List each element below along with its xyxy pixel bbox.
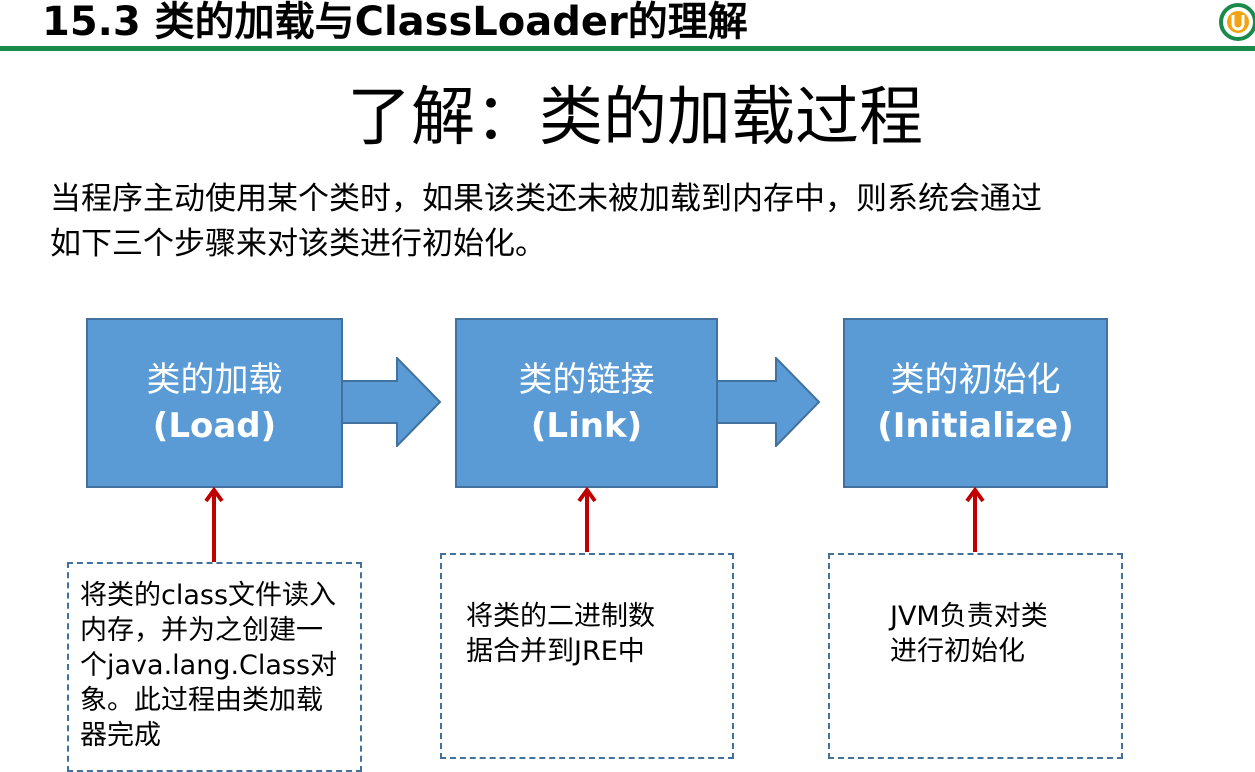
right-arrow-icon <box>716 357 821 447</box>
stage-load-title: 类的加载 <box>146 360 283 400</box>
initialize-description-box: JVM负责对类 进行初始化 <box>828 553 1123 759</box>
stage-link-subtitle: (Link) <box>530 406 643 446</box>
page-title: 了解：类的加载过程 <box>347 81 923 155</box>
stage-initialize-subtitle: (Initialize) <box>877 406 1074 446</box>
stage-initialize-title: 类的初始化 <box>890 360 1061 400</box>
intro-paragraph: 当程序主动使用某个类时，如果该类还未被加载到内存中，则系统会通过 如下三个步骤来… <box>50 181 1042 262</box>
link-description-line: 将类的二进制数 <box>466 601 655 632</box>
initialize-description-line: 进行初始化 <box>890 636 1025 667</box>
stage-initialize-box: 类的初始化 (Initialize) <box>843 318 1108 488</box>
link-description-line: 据合并到JRE中 <box>466 636 645 667</box>
initialize-description-line: JVM负责对类 <box>890 601 1048 632</box>
stage-link-title: 类的链接 <box>518 360 655 400</box>
load-description-line: 内存，并为之创建一 <box>80 615 323 646</box>
up-arrow-icon <box>204 487 224 562</box>
load-description-line: 器完成 <box>80 720 161 751</box>
link-description-box: 将类的二进制数 据合并到JRE中 <box>440 553 734 759</box>
up-arrow-icon <box>577 487 597 552</box>
up-arrow-icon <box>965 487 985 552</box>
stage-load-box: 类的加载 (Load) <box>86 318 343 488</box>
load-description-line: 将类的class文件读入 <box>80 580 337 611</box>
load-description-line: 象。此过程由类加载 <box>80 685 323 716</box>
header-title: 15.3 类的加载与ClassLoader的理解 <box>42 0 748 45</box>
load-description-line: 个java.lang.Class对 <box>80 650 338 681</box>
header-divider <box>0 46 1255 51</box>
right-arrow-icon <box>341 357 442 447</box>
load-description-box: 将类的class文件读入 内存，并为之创建一 个java.lang.Class对… <box>67 562 362 772</box>
stage-link-box: 类的链接 (Link) <box>455 318 718 488</box>
logo-icon <box>1219 3 1255 41</box>
stage-load-subtitle: (Load) <box>152 406 277 446</box>
